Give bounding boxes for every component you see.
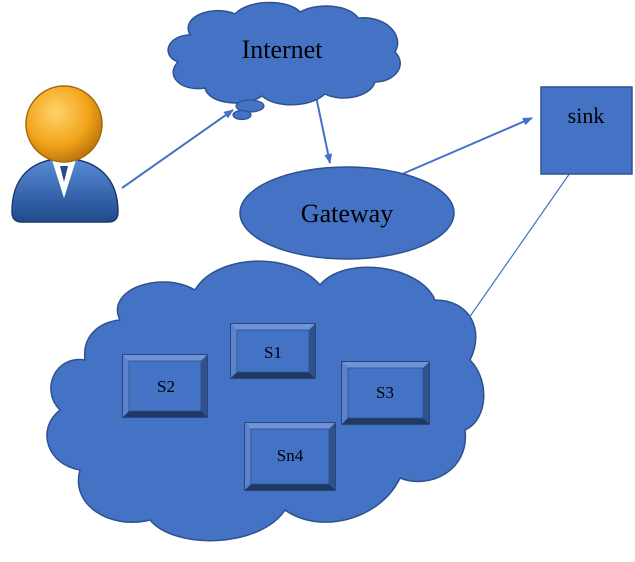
sensor-node-s2: S2	[122, 354, 208, 418]
internet-cloud: Internet	[167, 1, 401, 121]
sensor-label-s1: S1	[264, 343, 282, 362]
sink-to-network-link	[463, 172, 571, 326]
sink-node: sink	[540, 86, 633, 175]
sensor-node-sn4: Sn4	[244, 422, 336, 491]
gateway-label: Gateway	[301, 199, 393, 228]
sensor-label-sn4: Sn4	[277, 446, 304, 465]
sensor-node-s3: S3	[341, 361, 430, 425]
user-avatar-icon	[11, 85, 119, 223]
gateway-to-sink-arrow	[399, 117, 533, 176]
internet-label: Internet	[242, 35, 324, 64]
sensor-network-cloud	[46, 260, 485, 542]
sink-label: sink	[568, 103, 605, 128]
user-to-internet-arrow	[121, 109, 234, 189]
sensor-label-s2: S2	[157, 377, 175, 396]
sensor-node-s1: S1	[230, 323, 316, 379]
gateway-node: Gateway	[239, 166, 455, 260]
sensor-label-s3: S3	[376, 383, 394, 402]
